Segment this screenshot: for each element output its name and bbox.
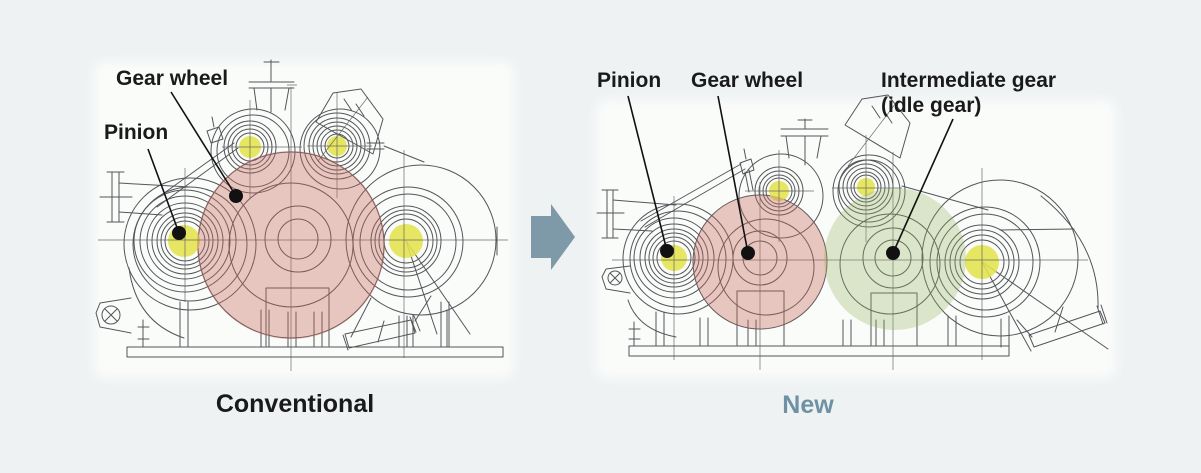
new-annotations (627, 95, 954, 260)
label-pinion-conventional: Pinion (104, 121, 169, 144)
label-gear-wheel-new: Gear wheel (691, 69, 804, 92)
caption-new: New (782, 391, 834, 419)
pinion-marker-dot-new (660, 244, 674, 258)
new-paper-backing (596, 100, 1116, 378)
caption-conventional: Conventional (215, 390, 375, 418)
gear-wheel-marker-dot (229, 189, 243, 203)
intermediate-gear-marker-dot (886, 246, 900, 260)
conventional-annotations (147, 91, 243, 240)
pinion-leader-line (147, 148, 180, 234)
pinion-leader-line-new (627, 95, 668, 252)
gear-wheel-marker-dot-new (741, 246, 755, 260)
label-intermediate-gear-line1: Intermediate gear (881, 69, 1057, 92)
pinion-marker-dot (172, 226, 186, 240)
transition-arrow-icon (531, 204, 575, 270)
blower-shaft-highlight (389, 224, 423, 258)
conventional-machine-drawing (94, 59, 514, 378)
label-intermediate-gear-line2: (idle gear) (881, 94, 982, 117)
label-gear-wheel-conventional: Gear wheel (116, 67, 229, 90)
label-intermediate-gear: Intermediate gear (idle gear) (881, 68, 1056, 118)
intermediate-gear-leader-line (892, 118, 954, 254)
gear-wheel-highlight-new (693, 195, 827, 329)
new-machine-drawing (596, 94, 1116, 378)
conventional-centerlines (98, 84, 508, 371)
gear-wheel-highlight-conventional (197, 151, 385, 339)
gear-wheel-leader-line (170, 91, 237, 197)
new-centerlines (612, 102, 1088, 370)
conventional-shaft-highlights (168, 136, 423, 258)
label-pinion-new: Pinion (597, 69, 662, 92)
gear-wheel-leader-line-new (717, 95, 749, 254)
